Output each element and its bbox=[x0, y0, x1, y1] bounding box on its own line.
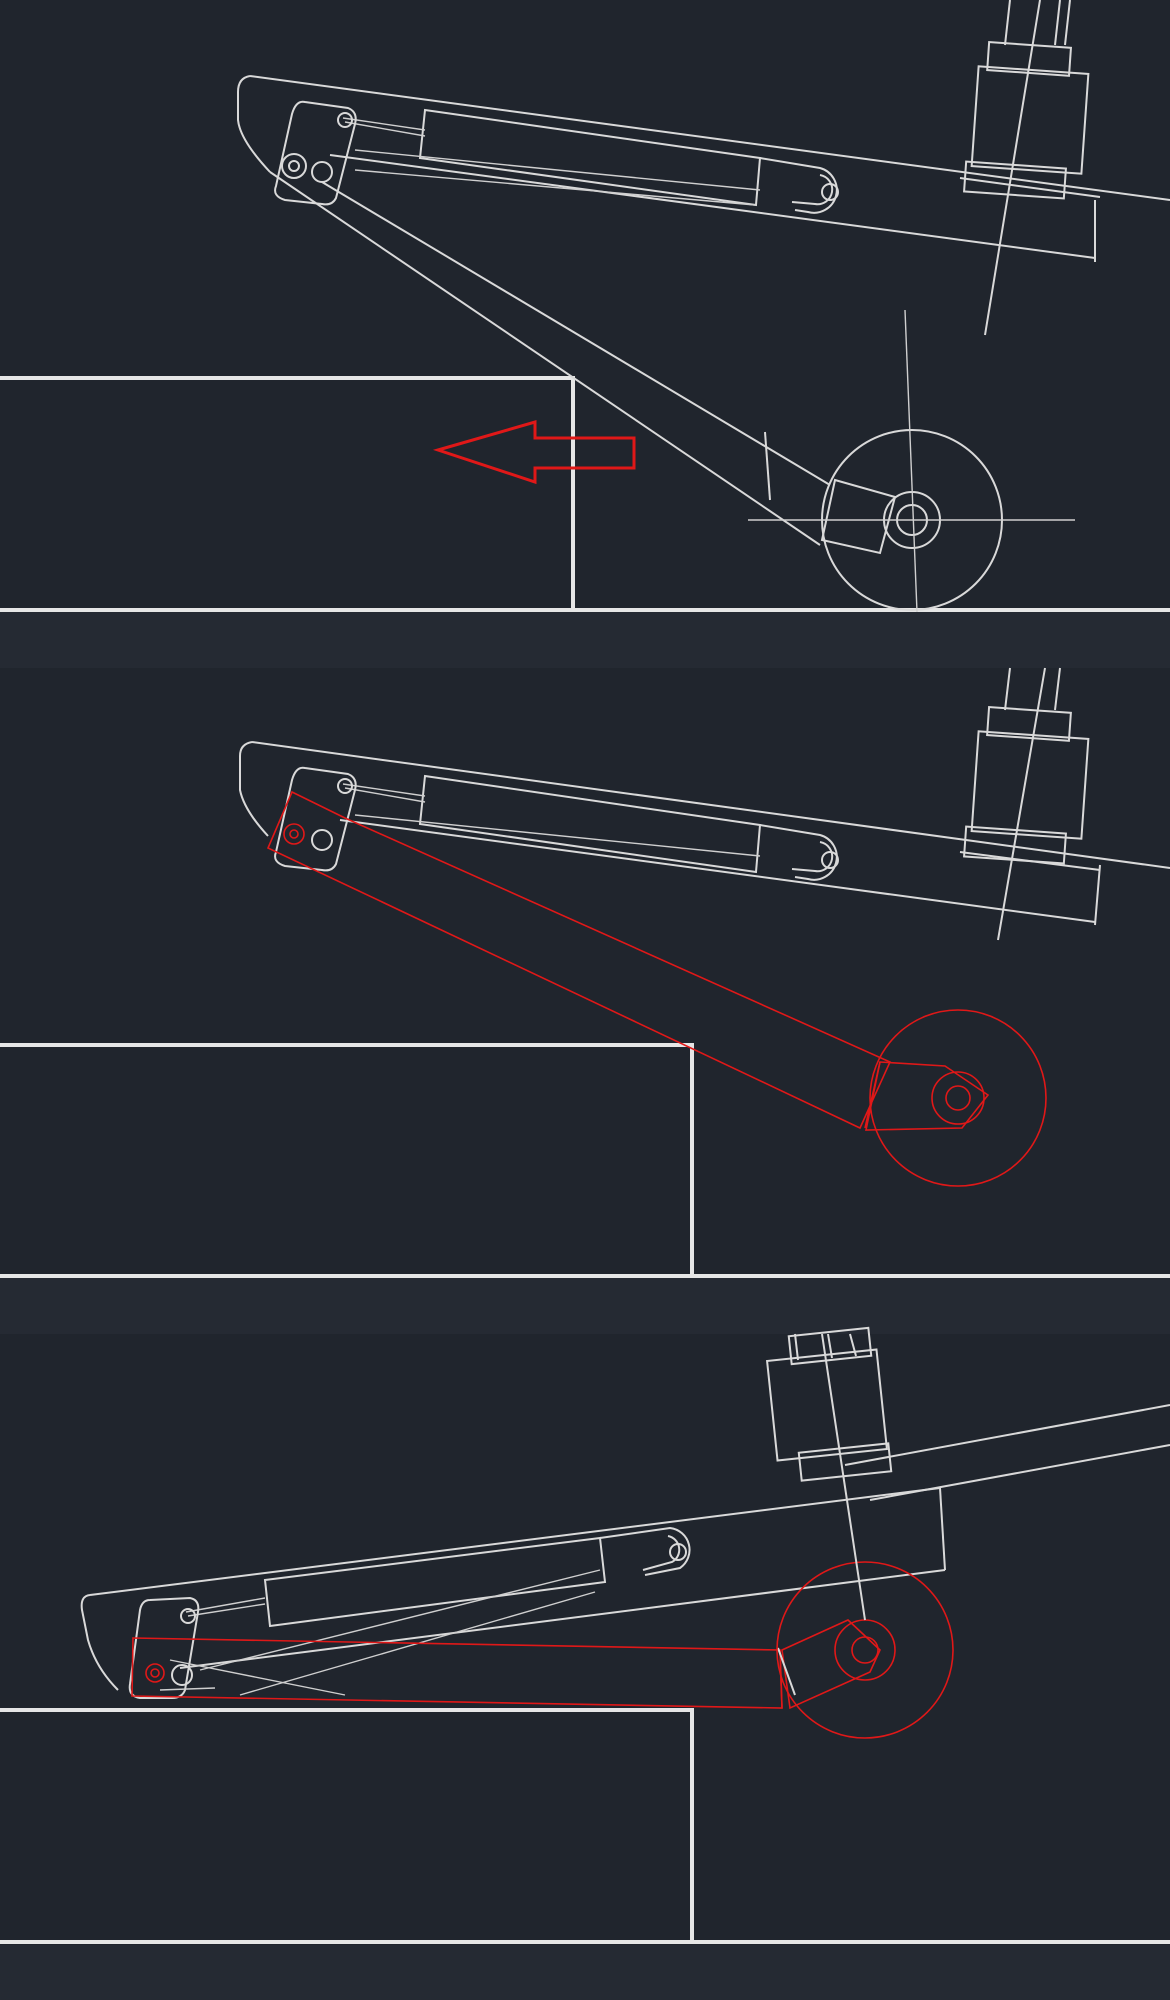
curb-block bbox=[0, 1708, 694, 1942]
caster-wheel bbox=[748, 309, 1075, 613]
mount-post bbox=[963, 0, 1090, 336]
pivot-bracket bbox=[274, 766, 357, 872]
panel-separator-3 bbox=[0, 1945, 1170, 2000]
mount-post bbox=[963, 667, 1090, 941]
swing-arm bbox=[269, 171, 897, 555]
panel-separator-2 bbox=[0, 1278, 1170, 1334]
hydraulic-cylinder bbox=[342, 108, 839, 214]
panel-separator-1 bbox=[0, 612, 1170, 668]
upper-arm bbox=[237, 75, 1170, 262]
panel-2 bbox=[0, 667, 1170, 1278]
upper-arm bbox=[80, 1404, 1170, 1691]
mount-post bbox=[765, 1326, 893, 1621]
hydraulic-cylinder bbox=[342, 774, 839, 881]
panel-1 bbox=[0, 0, 1170, 613]
curb-block bbox=[0, 1043, 694, 1276]
caster-wheel-highlight bbox=[869, 1009, 1047, 1187]
upper-arm bbox=[239, 741, 1170, 926]
hydraulic-cylinder bbox=[185, 1526, 691, 1696]
swing-arm-highlight bbox=[131, 1619, 881, 1710]
pivot-bracket bbox=[128, 1596, 346, 1699]
left-arrow-icon bbox=[432, 420, 636, 485]
swing-arm-highlight bbox=[266, 790, 990, 1131]
panel-3 bbox=[0, 1326, 1170, 1944]
